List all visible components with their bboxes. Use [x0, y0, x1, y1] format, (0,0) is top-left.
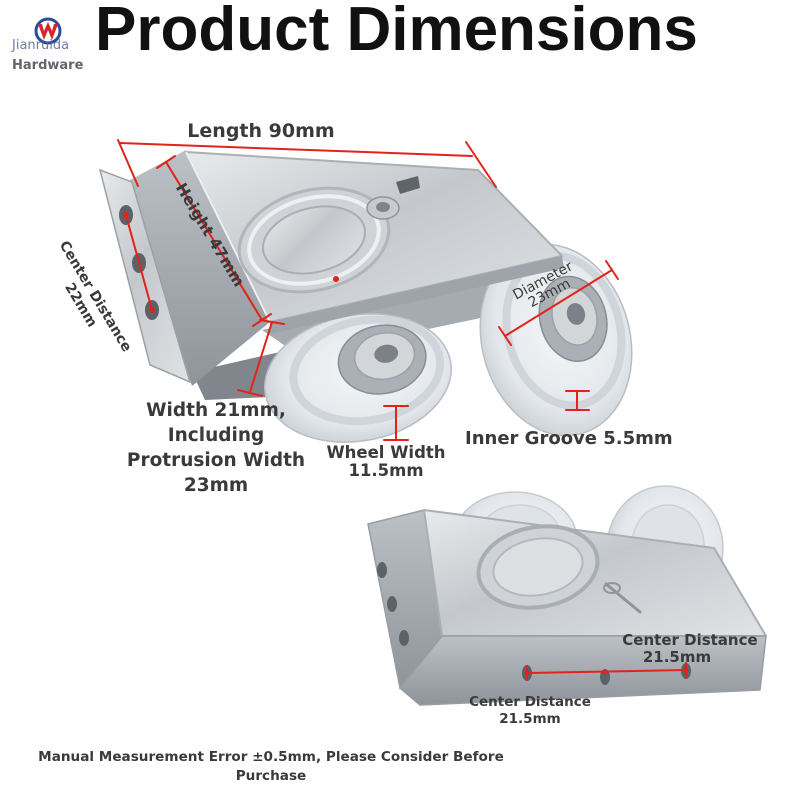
brand-name: Jianruida	[11, 38, 69, 53]
front-wheel-axle	[374, 344, 399, 363]
secondary-plate-emboss	[476, 524, 600, 610]
front-wheel-groove	[289, 315, 445, 426]
main-product-illustration	[98, 150, 633, 443]
secondary-front-hole-middle	[600, 669, 610, 685]
width-label-line-3: Protrusion Width	[127, 450, 305, 471]
width-label-line-2: Including	[168, 425, 265, 446]
secondary-emboss-inner	[492, 537, 584, 597]
secondary-dimension-labels: Center Distance 21.5mm Center Distance 2…	[469, 631, 758, 727]
center-distance-label-group: Center Distance 22mm	[56, 238, 135, 355]
wheel-width-label: Wheel Width	[326, 443, 445, 462]
height-tick-top	[156, 155, 176, 169]
front-wheel	[264, 313, 452, 443]
width-label-line-4: 23mm	[184, 475, 248, 496]
rear-wheel-axle	[566, 303, 586, 325]
secondary-adjust-pin-loop	[603, 582, 621, 594]
plate-rivet-center	[376, 202, 390, 212]
length-extension-right	[465, 141, 497, 188]
secondary-center-distance-lower-label: Center Distance	[469, 694, 591, 710]
brand-logo-icon	[34, 17, 62, 45]
diameter-tick-right	[605, 260, 619, 280]
secondary-dot-middle	[602, 669, 608, 675]
diameter-dimension-line	[504, 269, 613, 337]
page-title: Product Dimensions	[95, 0, 698, 64]
secondary-dot-right	[683, 667, 689, 673]
width-dimension-line	[249, 321, 273, 393]
length-label: Length 90mm	[187, 120, 334, 142]
plate-adjust-slot	[396, 176, 420, 194]
bracket-fold-highlight	[185, 151, 271, 323]
secondary-adjust-pin	[604, 582, 642, 614]
bracket-plate-edge	[270, 256, 564, 334]
secondary-dimension-lines	[524, 662, 689, 681]
width-tick-top	[259, 319, 285, 325]
secondary-dot-left	[524, 670, 530, 676]
secondary-center-distance-lower-value: 21.5mm	[499, 711, 560, 727]
bracket-side-wall	[130, 150, 270, 386]
secondary-product-illustration	[367, 485, 767, 706]
brand-logo-ring	[34, 17, 62, 45]
width-label-line-1: Width 21mm,	[146, 400, 286, 421]
disclaimer-line-2: Purchase	[236, 768, 307, 784]
plate-emboss-highlight	[247, 194, 381, 286]
length-dimension-line	[119, 142, 473, 157]
center-distance-dot-top	[123, 212, 129, 218]
plate-emboss-inner	[261, 205, 367, 275]
brand-logo: Jianruida Hardware	[11, 17, 84, 73]
height-dimension-line	[165, 161, 263, 321]
center-distance-dot-bottom	[149, 307, 155, 313]
secondary-end-hole-middle	[387, 596, 397, 612]
width-tick-bottom	[237, 389, 263, 397]
center-distance-line	[125, 214, 153, 311]
wheel-width-value: 11.5mm	[348, 461, 423, 480]
main-dimension-lines	[117, 139, 619, 441]
disclaimer: Manual Measurement Error ±0.5mm, Please …	[38, 749, 504, 784]
brand-tagline: Hardware	[12, 58, 84, 73]
brand-logo-mark	[38, 22, 58, 40]
secondary-end-hole-top	[377, 562, 387, 578]
inner-groove-label: Inner Groove 5.5mm	[465, 428, 673, 449]
secondary-end-hole-bottom	[399, 630, 409, 646]
secondary-center-distance-upper-value: 21.5mm	[643, 648, 711, 666]
plate-emboss	[237, 186, 391, 294]
rear-wheel	[479, 243, 633, 437]
length-extension-left	[117, 139, 139, 187]
secondary-center-distance-upper-label: Center Distance	[622, 631, 757, 649]
secondary-front-face	[399, 635, 767, 706]
disclaimer-line-1: Manual Measurement Error ±0.5mm, Please …	[38, 749, 504, 765]
diameter-tick-left	[498, 326, 512, 346]
plate-center-dot	[333, 276, 339, 282]
